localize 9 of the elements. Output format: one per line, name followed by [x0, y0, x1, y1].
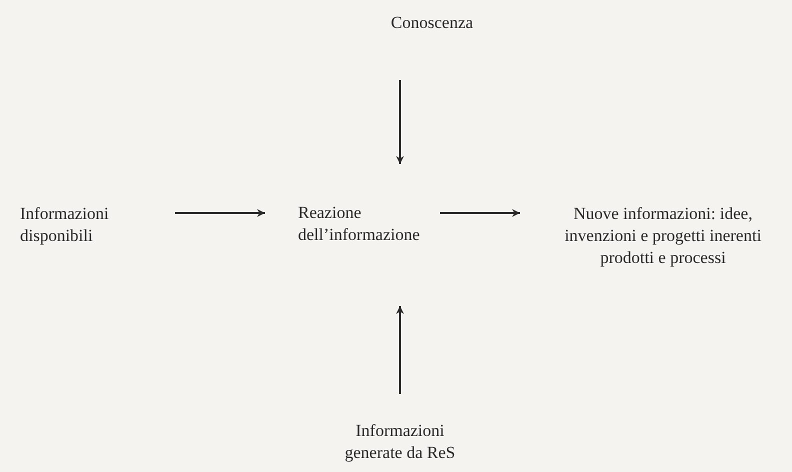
node-label: Nuove informazioni: idee, invenzioni e progetti inerenti prodotti e processi	[564, 203, 762, 269]
node-label: Informazioni generate da ReS	[344, 420, 456, 464]
node-label: Informazioni disponibili	[20, 203, 110, 247]
node-label: Reazione dell’informazione	[298, 202, 421, 246]
arrow	[175, 209, 265, 217]
arrow	[396, 306, 404, 394]
arrow	[440, 209, 520, 217]
node-label: Conoscenza	[390, 12, 474, 34]
arrow	[396, 80, 404, 164]
